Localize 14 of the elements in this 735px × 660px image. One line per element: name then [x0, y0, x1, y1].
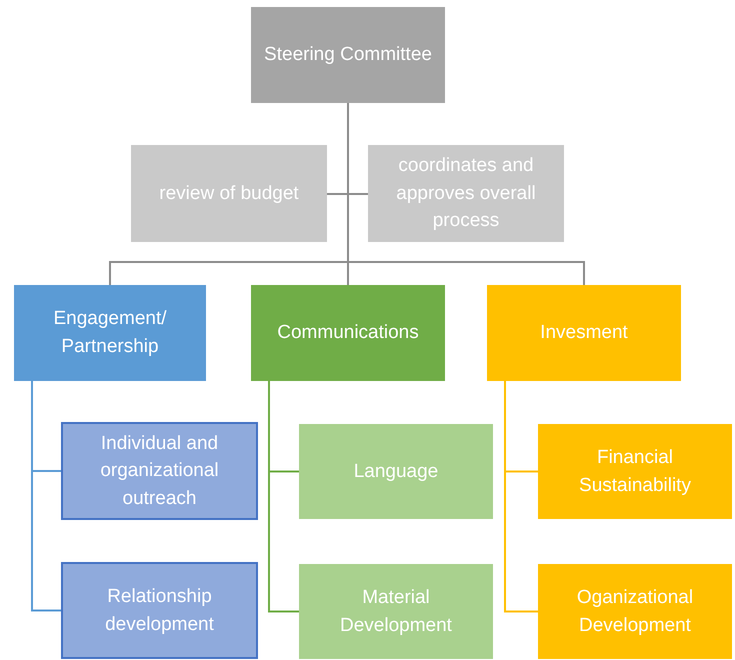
connector-line	[31, 381, 61, 612]
department-box: Communications	[251, 285, 445, 381]
task-box: Oganizational Development	[538, 564, 732, 659]
connector-line	[504, 381, 538, 612]
steering-box: Steering Committee	[251, 7, 445, 103]
task-box: Individual and organizational outreach	[61, 422, 258, 520]
department-box: Invesment	[487, 285, 681, 381]
task-box: Language	[299, 424, 493, 519]
connector-line	[347, 103, 585, 285]
department-box: Engagement/ Partnership	[14, 285, 206, 381]
task-box: Relationship development	[61, 562, 258, 659]
task-box: Material Development	[299, 564, 493, 659]
connector-line	[268, 381, 299, 612]
task-box: Financial Sustainability	[538, 424, 732, 519]
